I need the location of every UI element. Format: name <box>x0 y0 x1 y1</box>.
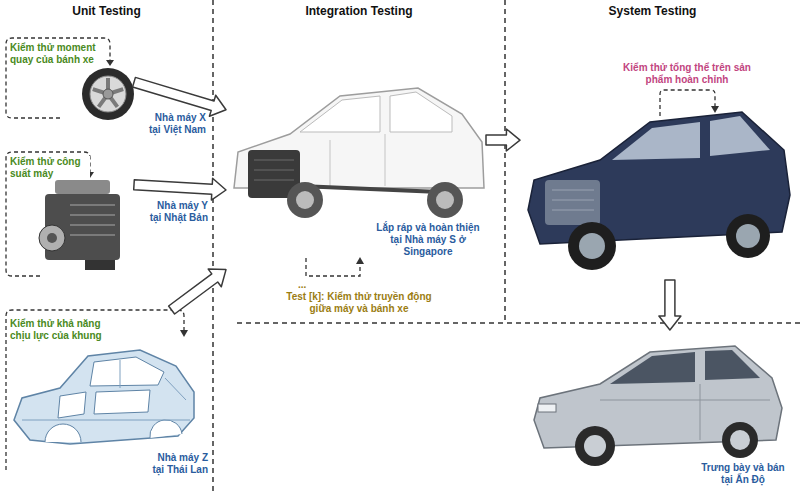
chassis-drawing <box>300 186 440 192</box>
wheel-drawing <box>103 89 113 99</box>
section-divider <box>504 0 506 320</box>
factory-label: Nhà máy Y tại Nhật Bản <box>146 200 208 224</box>
engine-drawing <box>85 260 115 270</box>
finished-car-drawing <box>722 422 758 458</box>
block-arrow <box>169 269 226 314</box>
node-region: Kiểm thử công suất máyNhà máy Y tại Nhật… <box>6 152 134 278</box>
frame-drawing <box>94 390 150 414</box>
test-note: Kiểm thử công suất máy <box>10 156 90 180</box>
chassis-drawing <box>287 182 323 218</box>
frame-drawing <box>22 360 190 420</box>
block-arrow <box>133 77 226 116</box>
engine-drawing <box>55 180 110 194</box>
car-cutaway-drawing <box>736 224 760 248</box>
car-cutaway-drawing <box>726 214 770 258</box>
chassis-drawing <box>330 134 385 186</box>
callout-arrowhead <box>180 330 188 337</box>
test-note: Kiểm thử tổng thể trên sản phẩm hoàn chỉ… <box>620 62 754 86</box>
wheel-drawing <box>93 78 123 107</box>
engine-drawing <box>70 205 115 235</box>
car-cutaway-drawing <box>568 222 616 270</box>
block-arrow <box>659 280 681 330</box>
chassis-drawing <box>234 88 484 218</box>
engine-drawing <box>39 225 65 251</box>
finished-car-drawing <box>538 404 556 412</box>
car-cutaway-drawing <box>545 180 600 225</box>
frame-drawing <box>58 392 86 418</box>
node-region: Kiểm thử khả năng chịu lực của khungNhà … <box>6 310 186 480</box>
node-region: Lắp ráp và hoàn thiện tại Nhà máy S ở Si… <box>226 60 486 322</box>
car-cutaway-drawing <box>710 116 770 156</box>
engine-drawing <box>47 233 57 243</box>
section-heading: Unit Testing <box>0 4 213 18</box>
section-heading: System Testing <box>505 4 800 18</box>
callout-bracket <box>306 258 360 276</box>
car-cutaway-drawing <box>552 190 594 210</box>
block-arrow <box>486 129 520 151</box>
chassis-drawing <box>390 92 452 132</box>
section-divider <box>213 0 800 493</box>
frame-drawing <box>150 420 182 438</box>
chassis-drawing <box>300 96 380 132</box>
callout-bracket <box>660 90 715 116</box>
node-region: Trưng bày và bán tại Ấn Độ <box>520 330 795 490</box>
section-divider <box>237 322 800 324</box>
chassis-drawing <box>296 191 314 209</box>
callout-arrowhead <box>711 106 719 113</box>
node-region: Kiểm thử tổng thể trên sản phẩm hoàn chỉ… <box>520 40 795 280</box>
car-cutaway-drawing <box>528 112 790 270</box>
wheel-drawing <box>82 68 134 120</box>
section-divider <box>212 0 214 493</box>
test-note: Test [k]: Kiểm thử truyền động giữa máy … <box>282 291 436 315</box>
wheel-drawing <box>82 68 134 120</box>
node-region: Kiểm thử moment quay của bánh xeNhà máy … <box>6 36 134 120</box>
frame-drawing <box>45 424 81 442</box>
callout-arrowhead <box>356 257 364 264</box>
engine-drawing <box>39 180 120 270</box>
car-cutaway-drawing <box>612 122 700 160</box>
assembly-caption: Lắp ráp và hoàn thiện tại Nhà máy S ở Si… <box>372 222 484 258</box>
callout-arrowhead <box>106 60 114 66</box>
finished-car-drawing <box>730 430 750 450</box>
car-cutaway-drawing <box>579 233 605 259</box>
frame-drawing <box>14 350 194 444</box>
chassis-drawing <box>427 182 463 218</box>
finished-car-drawing <box>575 426 615 466</box>
test-note: Kiểm thử khả năng chịu lực của khung <box>10 318 110 342</box>
sales-caption: Trưng bày và bán tại Ấn Độ <box>696 462 790 486</box>
finished-car-drawing <box>584 435 606 457</box>
ellipsis-text: ... <box>298 279 322 291</box>
chassis-drawing <box>436 191 454 209</box>
block-arrow <box>134 178 226 200</box>
section-heading: Integration Testing <box>213 4 505 18</box>
finished-car-drawing <box>705 350 760 380</box>
finished-car-drawing <box>534 346 782 466</box>
test-note: Kiểm thử moment quay của bánh xe <box>10 42 102 66</box>
finished-car-drawing <box>610 352 695 384</box>
factory-label: Nhà máy X tại Việt Nam <box>146 112 206 136</box>
chassis-drawing <box>254 160 294 180</box>
frame-drawing <box>90 357 164 386</box>
frame-drawing <box>14 350 194 444</box>
factory-label: Nhà máy Z tại Thái Lan <box>146 452 208 476</box>
wheel-drawing <box>90 76 126 112</box>
